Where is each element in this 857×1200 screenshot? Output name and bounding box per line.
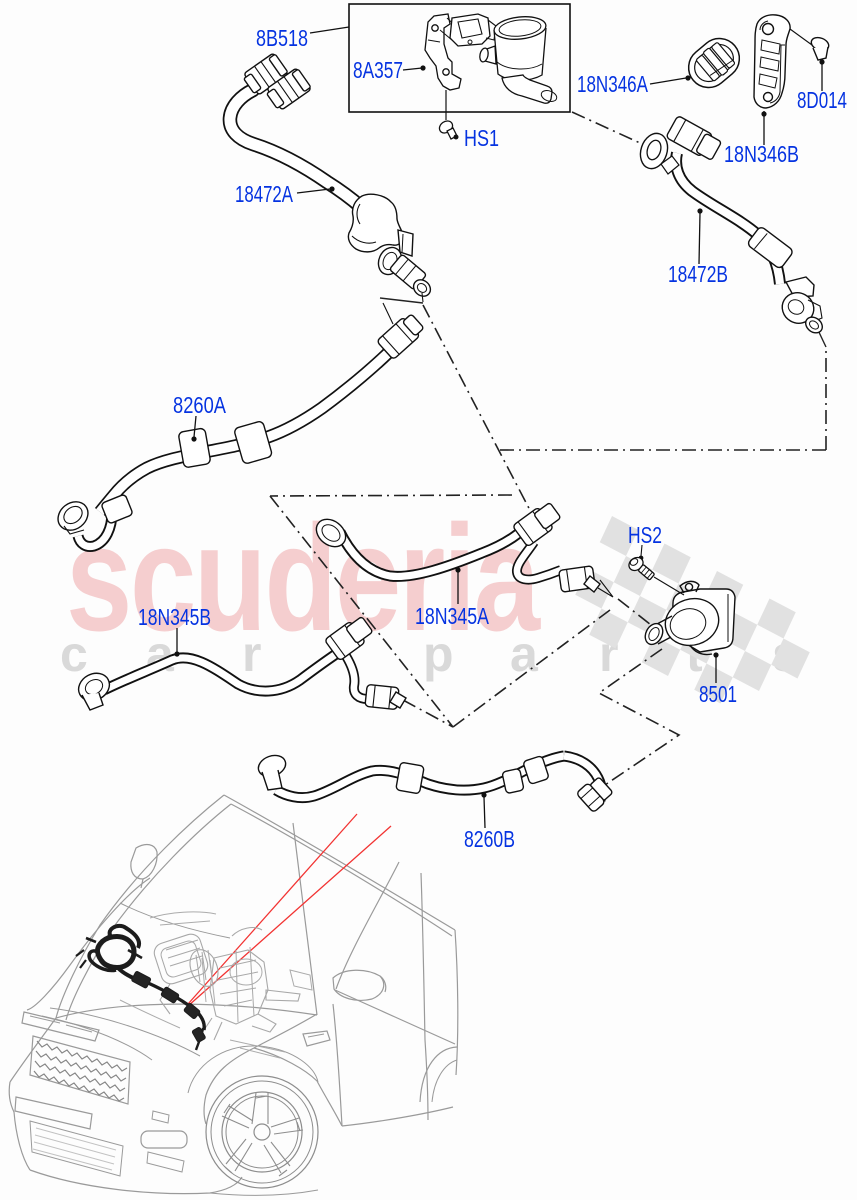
svg-text:8A357: 8A357: [353, 57, 403, 83]
svg-text:8D014: 8D014: [797, 87, 847, 113]
svg-text:a: a: [510, 626, 539, 682]
svg-text:8260A: 8260A: [173, 392, 227, 418]
svg-text:scuderia: scuderia: [66, 494, 541, 663]
svg-text:18N345B: 18N345B: [138, 604, 211, 630]
svg-text:c: c: [60, 626, 88, 682]
svg-text:r: r: [242, 626, 261, 682]
svg-text:18N345A: 18N345A: [415, 603, 489, 629]
svg-text:8B518: 8B518: [256, 25, 308, 51]
svg-text:18N346B: 18N346B: [724, 141, 799, 167]
svg-text:HS1: HS1: [464, 125, 499, 151]
svg-text:18N346A: 18N346A: [577, 71, 648, 97]
svg-text:8501: 8501: [699, 681, 737, 707]
svg-text:18472A: 18472A: [235, 181, 293, 207]
svg-text:p: p: [423, 626, 454, 682]
svg-text:18472B: 18472B: [668, 261, 728, 287]
svg-text:HS2: HS2: [628, 522, 662, 548]
svg-text:8260B: 8260B: [464, 826, 515, 852]
